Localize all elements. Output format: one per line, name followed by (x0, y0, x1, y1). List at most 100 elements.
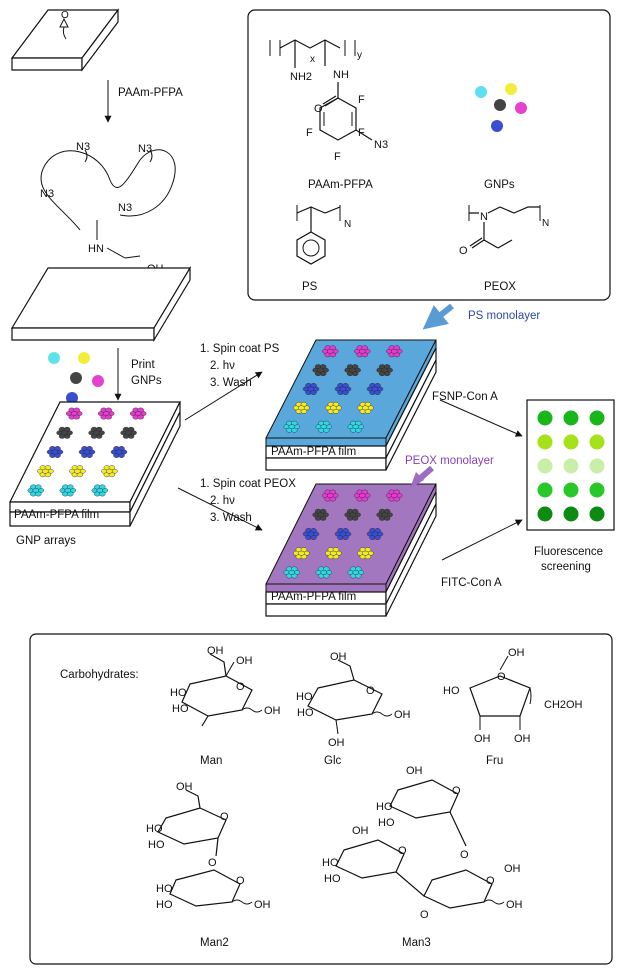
gnp-spot (357, 547, 374, 560)
man3-label: Man3 (402, 937, 431, 949)
carbonyl-o: O (314, 103, 323, 115)
ps-step-2: 2. hν (210, 360, 235, 372)
arrow-fsnp (439, 399, 523, 437)
gnps-caption: GNPs (484, 179, 515, 191)
gnp-spot (56, 426, 73, 439)
gnp-spot (334, 528, 352, 540)
epoxy-slide: O (10, 8, 120, 72)
gnp-spot (354, 489, 371, 502)
gnp-arrays-label: GNP arrays (16, 535, 76, 547)
peox-coated-slide (265, 483, 437, 617)
azide-label-4: N3 (118, 202, 132, 214)
print-label-1: Print (131, 359, 155, 371)
man2-structure: O OH HO HO O O OH HO HO (146, 781, 271, 911)
paam-pfpa-structure: x y NH2 NH O F F F F N3 (269, 39, 388, 163)
gnp-spot (347, 420, 364, 433)
man3-linker-o-2: O (420, 909, 429, 921)
gnp-spot (98, 407, 115, 420)
gnp-spot (325, 547, 342, 560)
gnp-spot (344, 508, 361, 521)
gnp-spot (347, 566, 364, 579)
gnps-balls-legend (475, 83, 527, 132)
peox-step-3: 3. Wash (210, 512, 252, 524)
gnp-spot (386, 489, 403, 502)
man3-oh-4: OH (504, 863, 521, 875)
man-ring-o: O (236, 681, 245, 693)
glc-structure: OH HO HO O OH OH (296, 651, 411, 749)
peox-o-atom: O (459, 245, 468, 257)
gnp-spot (59, 484, 76, 497)
gnp-spot (283, 566, 300, 579)
man-structure: OH HO HO O OH OH (170, 645, 281, 727)
gnp-spot (366, 383, 384, 395)
gnp-array-slide (9, 401, 181, 527)
man3-ho-2: HO (378, 817, 395, 829)
gnp-spot (322, 489, 339, 502)
arrow-fitc (441, 519, 523, 561)
polymer-coated-slide: N3 N3 N3 N3 HN OH (10, 141, 192, 343)
azide-label-2: N3 (138, 143, 152, 155)
man2-ho-1: HO (146, 823, 163, 835)
glc-ring-o: O (366, 685, 375, 697)
gnp-spot (312, 508, 329, 521)
screening-spot (537, 506, 553, 522)
screening-spot (563, 482, 579, 498)
ps-monolayer-arrow (422, 303, 454, 330)
gnp-spot (130, 407, 147, 420)
ps-caption: PS (302, 281, 318, 293)
man2-ho-2: HO (148, 839, 165, 851)
film-label-left: PAAm-PFPA film (14, 509, 99, 521)
man3-oh-3: OH (506, 899, 523, 911)
nh2-label: NH2 (290, 71, 312, 83)
fru-ho: HO (443, 685, 460, 697)
screening-spot (589, 434, 605, 450)
gnp-spot (91, 484, 108, 497)
man3-structure: O OH HO HO O O OH HO HO O O OH OH (322, 765, 523, 921)
paam-pfpa-caption: PAAm-PFPA (308, 179, 373, 191)
gnp-spot (376, 508, 393, 521)
fru-ring-o: O (497, 671, 506, 683)
gnp-spot (315, 566, 332, 579)
screening-spot (537, 458, 553, 474)
screening-spot (563, 410, 579, 426)
screening-spot (563, 434, 579, 450)
hn-label: HN (88, 243, 104, 255)
peox-n-atom: N (480, 211, 488, 223)
azide-label-1: N3 (76, 141, 90, 153)
screening-spot (537, 434, 553, 450)
azide-legend-label: N3 (374, 139, 388, 151)
ps-n-subscript: N (344, 219, 351, 230)
screening-spot (537, 482, 553, 498)
gnp-spot (312, 364, 329, 377)
gnp-spot (283, 420, 300, 433)
gnp-spot (325, 401, 342, 414)
carbohydrates-heading: Carbohydrates: (60, 669, 139, 681)
screening-spot (589, 410, 605, 426)
screening-spot (563, 506, 579, 522)
screening-spot (589, 458, 605, 474)
fsnp-label: FSNP-Con A (432, 391, 498, 403)
man2-ho-3: HO (156, 883, 173, 895)
gnp-spot (78, 446, 96, 458)
carbohydrates-box: Carbohydrates: OH HO HO O OH OH Man OH H… (29, 633, 613, 965)
man-label: Man (200, 755, 222, 767)
fluorine-4: F (334, 151, 341, 163)
gnp-spot (386, 345, 403, 358)
gnp-spot (376, 364, 393, 377)
man3-linker-o-1: O (460, 849, 469, 861)
glc-ho-1: HO (296, 691, 313, 703)
glc-ho-2: HO (297, 707, 314, 719)
man3-ho-1: HO (376, 801, 393, 813)
fluorine-1: F (358, 94, 365, 106)
man2-label: Man2 (200, 937, 229, 949)
gnp-spot (120, 426, 137, 439)
nh-label: NH (333, 69, 349, 81)
gnp-spot (315, 420, 332, 433)
reagent-label: PAAm-PFPA (118, 87, 183, 99)
man3-ring-o-1: O (452, 785, 461, 797)
glc-oh-3: OH (328, 737, 345, 749)
fru-oh-3: OH (514, 733, 531, 745)
arrow-to-ps (184, 371, 263, 421)
peox-n-subscript: N (542, 218, 549, 229)
